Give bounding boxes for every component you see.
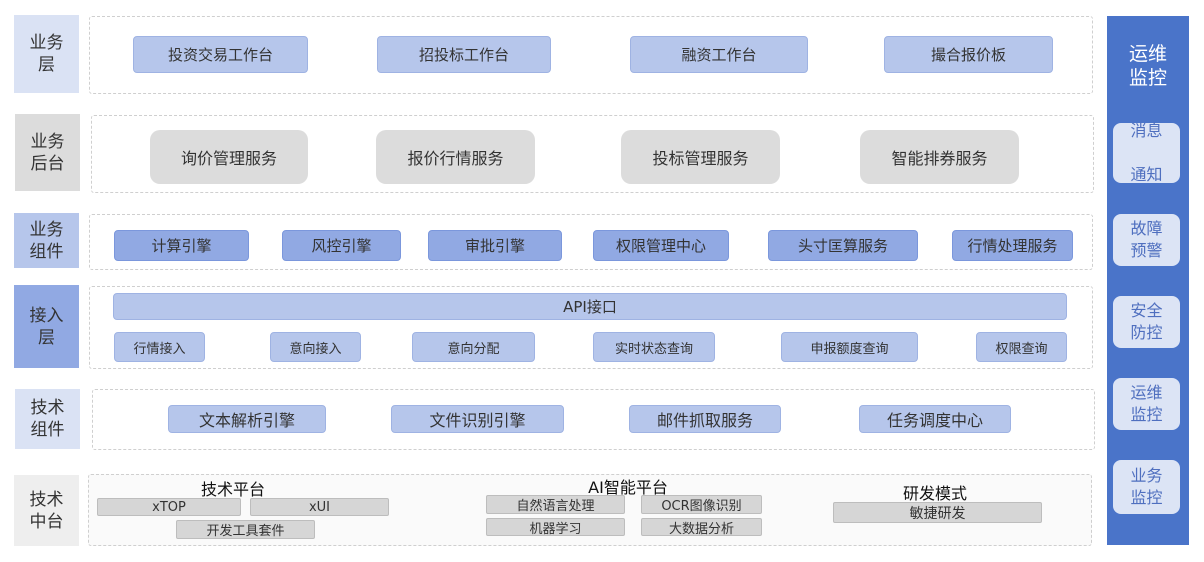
tech-component-item[interactable]: 任务调度中心	[859, 405, 1011, 433]
platform-item[interactable]: 自然语言处理	[486, 495, 625, 514]
component-item[interactable]: 行情处理服务	[952, 230, 1073, 261]
platform-item[interactable]: 敏捷研发	[833, 502, 1042, 523]
layer-frame-components	[89, 214, 1093, 270]
platform-title-ai: AI智能平台	[588, 478, 668, 497]
sidebar-item-fault-alert[interactable]: 故障 预警	[1113, 214, 1180, 266]
layer-label-access: 接入 层	[14, 285, 79, 368]
ops-monitor-sidebar	[1107, 16, 1189, 545]
biz-item[interactable]: 招投标工作台	[377, 36, 551, 73]
access-item[interactable]: 意向接入	[270, 332, 361, 362]
layer-frame-access	[89, 286, 1093, 369]
platform-item[interactable]: 机器学习	[486, 518, 625, 537]
sidebar-title: 运维 监控	[1128, 43, 1167, 89]
access-item[interactable]: 实时状态查询	[593, 332, 715, 362]
component-item[interactable]: 权限管理中心	[593, 230, 729, 261]
platform-item[interactable]: xTOP	[97, 498, 241, 516]
backend-item[interactable]: 报价行情服务	[376, 130, 535, 184]
api-interface-bar[interactable]: API接口	[113, 293, 1067, 320]
access-item[interactable]: 意向分配	[412, 332, 535, 362]
sidebar-item-security[interactable]: 安全 防控	[1113, 296, 1180, 348]
layer-label-backend: 业务 后台	[15, 114, 80, 191]
biz-item[interactable]: 投资交易工作台	[133, 36, 308, 73]
access-item[interactable]: 行情接入	[114, 332, 205, 362]
access-item[interactable]: 权限查询	[976, 332, 1067, 362]
layer-frame-backend	[91, 115, 1094, 193]
tech-component-item[interactable]: 文件识别引擎	[391, 405, 564, 433]
component-item[interactable]: 风控引擎	[282, 230, 401, 261]
biz-item[interactable]: 融资工作台	[630, 36, 808, 73]
platform-item[interactable]: OCR图像识别	[641, 495, 762, 514]
backend-item[interactable]: 智能排券服务	[860, 130, 1019, 184]
layer-label-tech-components: 技术 组件	[15, 389, 80, 449]
layer-frame-biz	[89, 16, 1093, 94]
backend-item[interactable]: 投标管理服务	[621, 130, 780, 184]
layer-label-biz: 业务 层	[14, 15, 79, 93]
layer-label-components: 业务 组件	[14, 213, 79, 268]
backend-item[interactable]: 询价管理服务	[150, 130, 308, 184]
layer-label-tech-platform: 技术 中台	[14, 475, 79, 546]
layer-frame-tech-components	[92, 389, 1095, 450]
component-item[interactable]: 计算引擎	[114, 230, 249, 261]
tech-component-item[interactable]: 文本解析引擎	[168, 405, 326, 433]
platform-title-tech: 技术平台	[200, 480, 265, 499]
platform-item[interactable]: 开发工具套件	[176, 520, 315, 539]
tech-component-item[interactable]: 邮件抓取服务	[629, 405, 781, 433]
sidebar-item-message-notice[interactable]: 消息 通知	[1113, 121, 1180, 184]
platform-title-dev-mode: 研发模式	[902, 484, 967, 503]
platform-item[interactable]: xUI	[250, 498, 389, 516]
platform-item[interactable]: 大数据分析	[641, 518, 762, 537]
biz-item[interactable]: 撮合报价板	[884, 36, 1053, 73]
component-item[interactable]: 头寸匡算服务	[768, 230, 918, 261]
sidebar-item-biz-monitor[interactable]: 业务 监控	[1113, 460, 1180, 514]
access-item[interactable]: 申报额度查询	[781, 332, 918, 362]
component-item[interactable]: 审批引擎	[428, 230, 562, 261]
sidebar-item-ops-monitor[interactable]: 运维 监控	[1113, 378, 1180, 430]
